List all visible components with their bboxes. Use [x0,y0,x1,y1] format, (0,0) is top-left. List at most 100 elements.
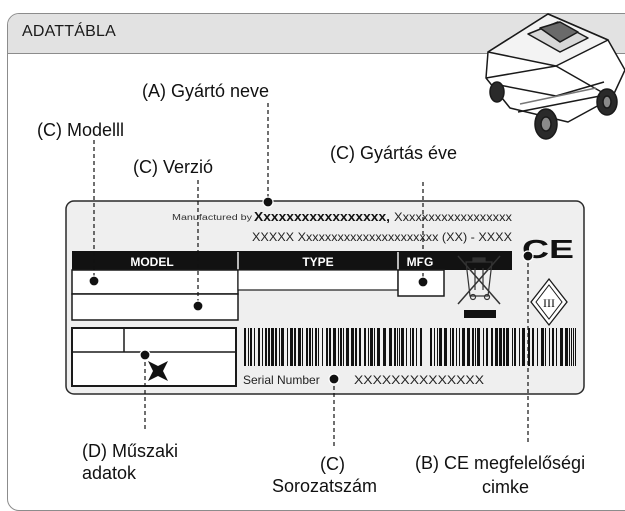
barcode-bar [512,328,513,366]
barcode-bar [406,328,407,366]
barcode-bar [552,328,554,366]
type-field [237,269,399,291]
barcode-bar [475,328,476,366]
model-header: MODEL [130,255,173,269]
barcode-bar [355,328,357,366]
barcode-bar [394,328,396,366]
barcode-bar [416,328,417,366]
barcode-bar [338,328,339,366]
barcode-bar [374,328,375,366]
class-iii-text: III [543,296,555,310]
barcode-bar [401,328,404,366]
barcode-bar [383,328,386,366]
barcode-left [244,328,422,366]
label-version: (C) Verzió [133,157,214,177]
barcode-bar [434,328,435,366]
barcode-bar [472,328,474,366]
barcode-bar [450,328,451,366]
class-iii-icon: III [530,277,568,327]
barcode-bar [359,328,361,366]
barcode-bar [298,328,301,366]
barcode-bar [250,328,252,366]
barcode-bar [486,328,488,366]
barcode-bar [258,328,260,366]
label-serial-line1: (C) [320,454,345,474]
barcode-bar [532,328,534,366]
barcode-bar [399,328,400,366]
barcode-bar [430,328,432,366]
barcode-bar [452,328,454,366]
barcode-bar [312,328,313,366]
barcode-bar [483,328,484,366]
barcode-bar [281,328,284,366]
barcode-bar [315,328,317,366]
barcode-bar [322,328,323,366]
barcode-bar [275,328,277,366]
barcode-bar [459,328,460,366]
version-field [71,293,239,321]
barcode-bar [503,328,505,366]
barcode-bar [573,328,574,366]
leader-lines [93,103,529,446]
barcode-bar [397,328,398,366]
barcode-bar [287,328,288,366]
barcode-bar [575,328,576,366]
label-technical-line1: (D) Műszaki [82,441,179,461]
address-line-1: Xxxxxxxxxxxxxxxxxx [394,210,512,224]
barcode-bar [302,328,303,366]
barcode-bar [265,328,267,366]
weee-bin-icon [457,255,501,318]
barcode-bar [545,328,546,366]
barcode-bar [437,328,438,366]
barcode-bar [254,328,255,366]
barcode-bar [528,328,530,366]
manufactured-by-label: Manufactured by [172,213,252,222]
address-line-2: XXXXX Xxxxxxxxxxxxxxxxxxxxxx (XX) - XXXX [252,230,512,244]
barcode-bar [268,328,270,366]
barcode-bar [549,328,550,366]
barcode-bar [519,328,520,366]
label-serial-line2: Sorozatszám [272,476,378,496]
barcode-bar [439,328,442,366]
barcode-bar [244,328,246,366]
label-ce-line1: (B) CE megfelelőségi [415,453,586,473]
barcode-bar [514,328,516,366]
barcode-bar [556,328,557,366]
label-technical-line2: adatok [82,463,137,483]
manufacturer-name: Xxxxxxxxxxxxxxxxx, [254,209,390,224]
barcode-bar [444,328,447,366]
serial-number-value: XXXXXXXXXXXXXX [354,373,484,387]
barcode-bar [420,328,422,366]
barcode-bar [290,328,293,366]
barcode-bar [346,328,349,366]
barcode-bar [565,328,568,366]
barcode-bar [248,328,249,366]
barcode-bar [329,328,331,366]
barcode-bar [340,328,342,366]
barcode-bar [333,328,336,366]
barcode-bar [309,328,311,366]
type-header: TYPE [302,255,333,269]
barcode-bar [541,328,544,366]
header-divider [8,53,625,54]
barcode-bar [569,328,570,366]
barcode-bar [326,328,328,366]
barcode-bar [467,328,470,366]
barcode-bar [560,328,563,366]
barcode-bar [343,328,344,366]
barcode-bar [522,328,525,366]
barcode-bar [537,328,538,366]
label-ce-line2: cimke [482,477,530,497]
serial-number-label: Serial Number [243,373,320,387]
barcode-bar [262,328,263,366]
barcode-bar [477,328,480,366]
barcode-bar [377,328,380,366]
barcode-bar [364,328,366,366]
section-title: ADATTÁBLA [22,23,116,40]
fan-icon [148,361,168,381]
label-manufacturer-name: (A) Gyártó neve [142,81,270,101]
robot-mower-icon [485,13,625,140]
barcode-bar [499,328,502,366]
label-year: (C) Gyártás éve [330,143,458,163]
